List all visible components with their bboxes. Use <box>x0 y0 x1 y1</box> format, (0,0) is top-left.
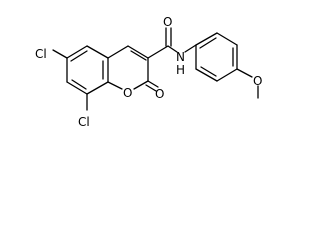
atom-label-cl-top: Cl <box>35 47 47 61</box>
bond <box>195 68 218 82</box>
bond <box>107 45 129 59</box>
bond <box>127 45 149 59</box>
bond <box>167 45 178 53</box>
bond <box>195 32 218 46</box>
pyranone-ring-bonds <box>107 45 149 90</box>
bond <box>145 84 157 92</box>
double-bond-inner <box>70 50 88 62</box>
bond <box>66 45 88 59</box>
bond <box>66 81 88 95</box>
atom-label-amide-nitrogen: N <box>176 50 185 64</box>
double-bond-inner <box>130 50 147 61</box>
bond <box>147 45 169 59</box>
chemical-structure: Cl Cl O O O N H O <box>35 15 262 129</box>
structure-drawing: Cl Cl O O O N H O <box>35 15 262 129</box>
atom-label-amide-hydrogen: H <box>176 63 185 77</box>
bond <box>107 81 123 90</box>
atom-label-cl-bottom: Cl <box>78 115 90 129</box>
benzo-ring-bonds <box>66 45 109 95</box>
double-bond-inner <box>199 37 217 49</box>
methoxyphenyl-ring-bonds <box>195 32 238 82</box>
atom-label-carbonyl-oxygen: O <box>155 87 164 101</box>
bond <box>236 68 253 78</box>
atom-label-amide-oxygen: O <box>163 15 172 29</box>
bond <box>184 44 197 53</box>
bond <box>216 68 238 82</box>
bond-to-cl-top <box>52 49 68 59</box>
lactone-carbonyl <box>145 80 159 92</box>
double-bond-inner <box>71 79 87 90</box>
bond <box>86 81 109 95</box>
bond <box>216 32 238 46</box>
atom-label-methoxy-oxygen: O <box>253 74 262 88</box>
methoxy-bonds <box>236 68 259 99</box>
bond <box>147 80 159 88</box>
bond <box>86 45 109 59</box>
amide-bonds <box>147 27 197 59</box>
double-bond-inner <box>200 66 217 77</box>
atom-label-ring-oxygen: O <box>123 86 132 100</box>
bond <box>133 80 149 90</box>
